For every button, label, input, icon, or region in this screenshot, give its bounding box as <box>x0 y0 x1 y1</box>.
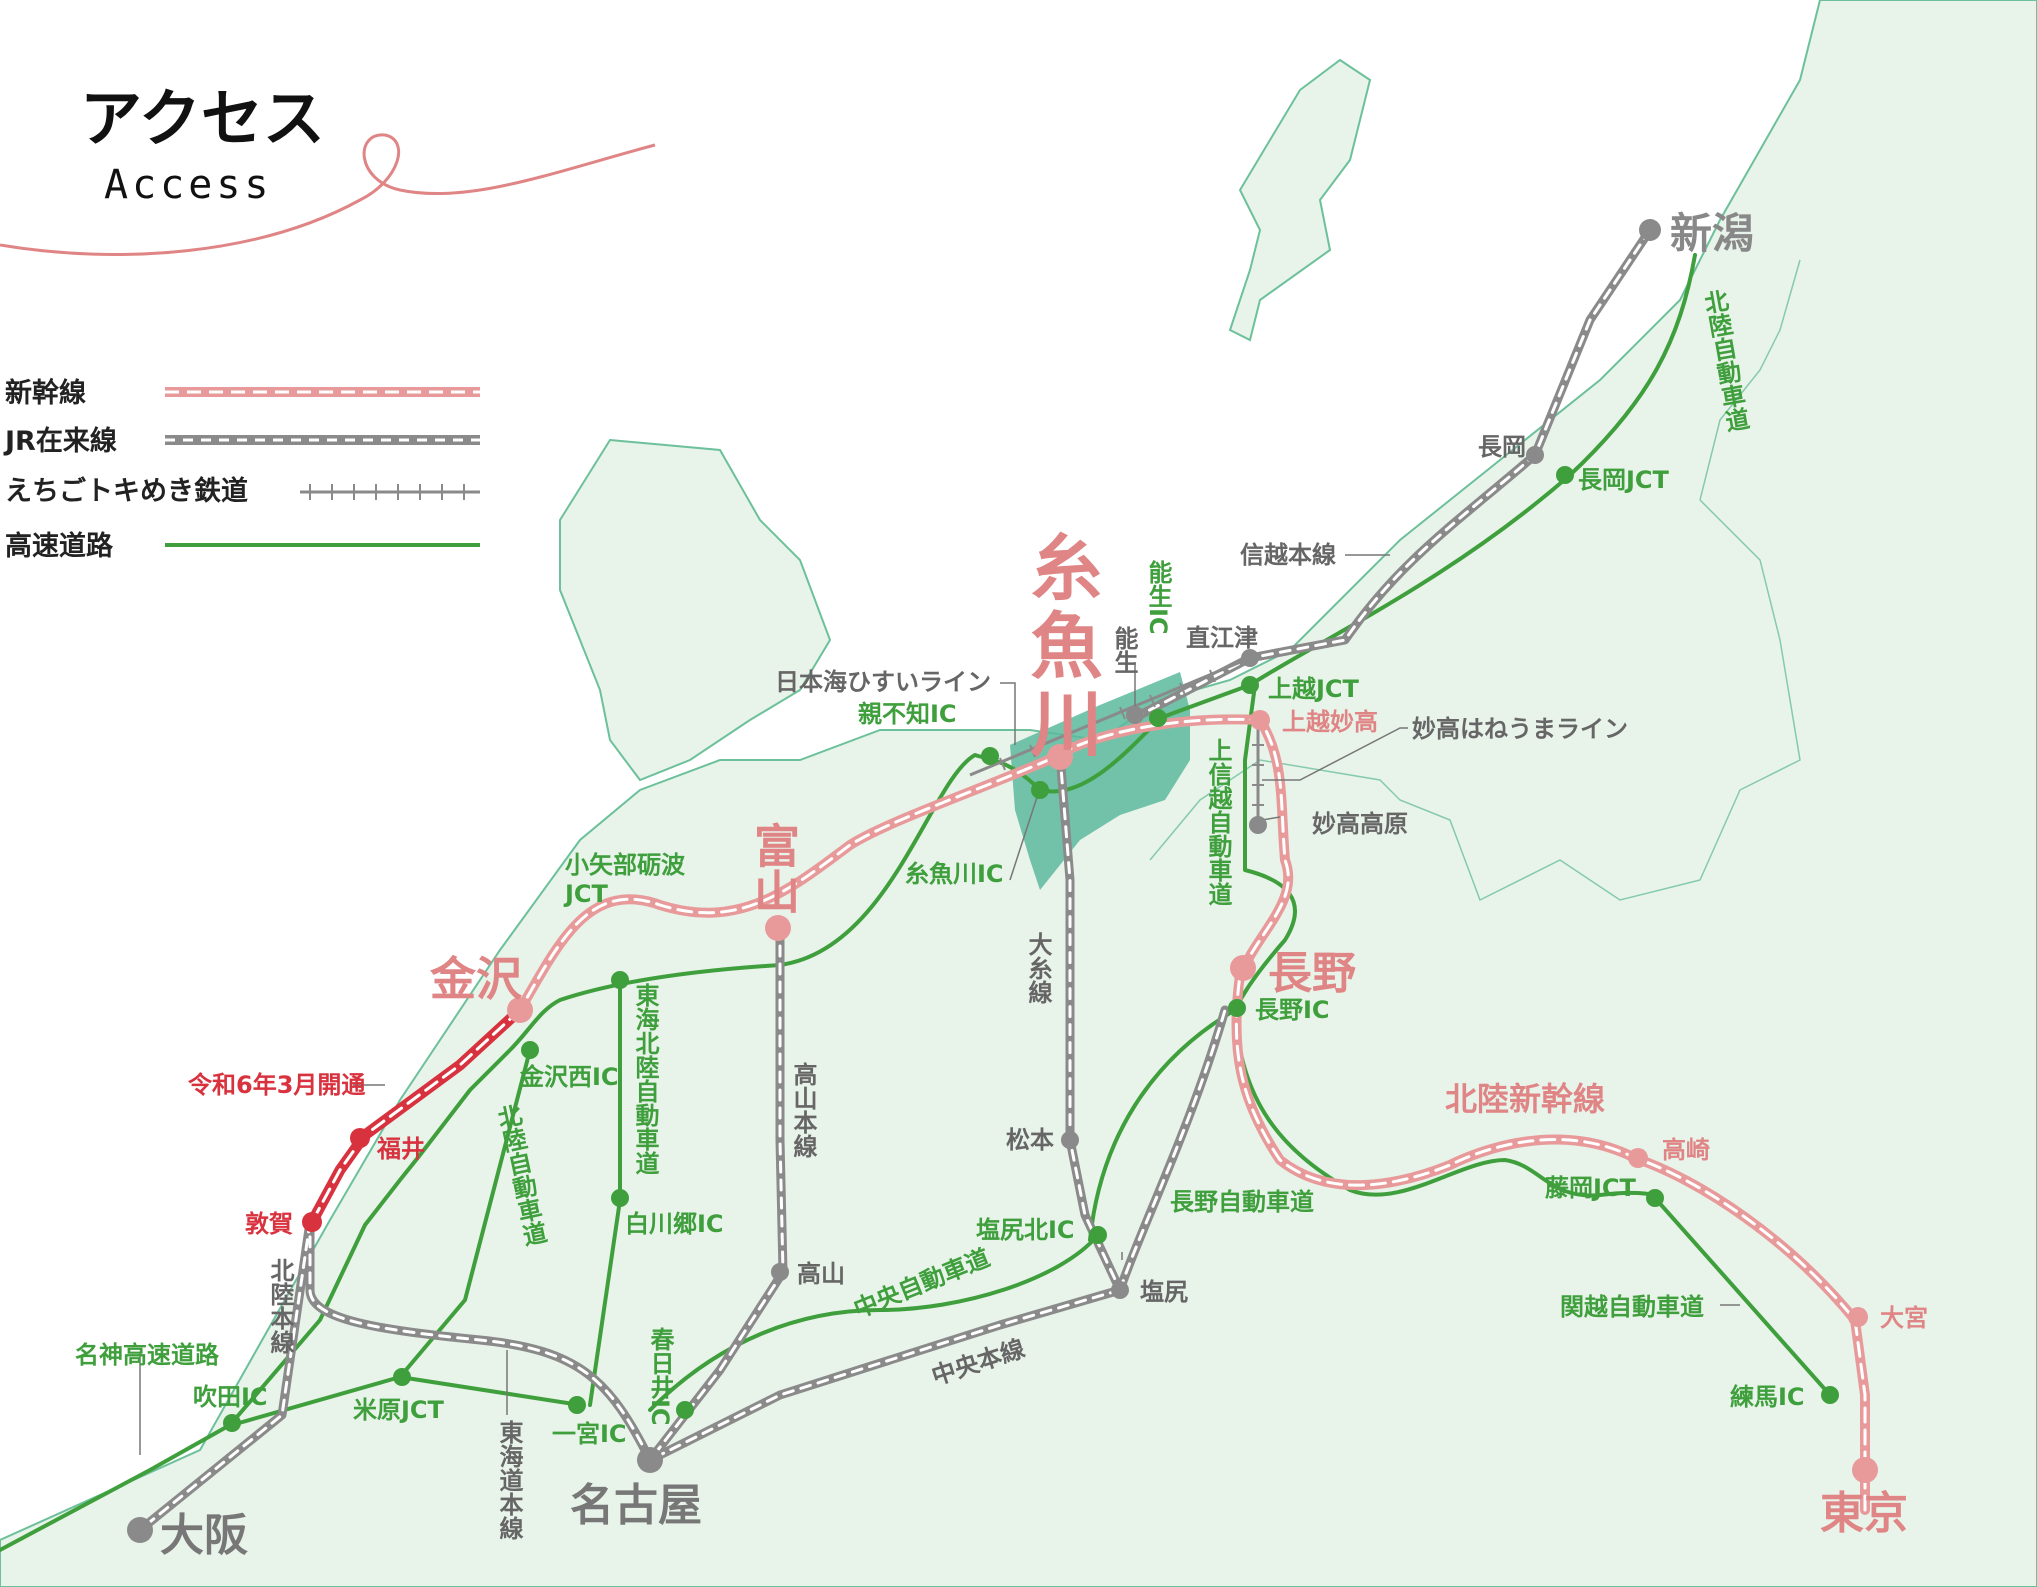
label-nagaoka-jct: 長岡JCT <box>1578 466 1670 494</box>
label-shirakawago-ic: 白川郷IC <box>625 1210 724 1238</box>
station-myoko-kogen <box>1249 816 1267 834</box>
label-takayama: 高山 <box>797 1260 845 1288</box>
label-joetsu-myoko: 上越妙高 <box>1282 708 1378 736</box>
label-toyama: 富山 <box>747 822 801 914</box>
label-hokuriku-line: 北陸本線 <box>266 1258 294 1355</box>
label-noo: 能生 <box>1110 625 1138 674</box>
label-meishin-exp: 名神高速道路 <box>75 1341 220 1369</box>
label-kanetsu-exp: 関越自動車道 <box>1560 1293 1704 1321</box>
leader-lines <box>139 554 1740 1455</box>
label-ichinomiya-ic: 一宮IC <box>552 1420 627 1448</box>
red-stations <box>302 1128 370 1232</box>
label-osaka: 大阪 <box>160 1510 248 1561</box>
label-tokaido-line: 東海道本線 <box>495 1420 523 1541</box>
label-nagano: 長野 <box>1268 948 1356 999</box>
label-noo-ic: 能生IC <box>1144 559 1172 634</box>
label-oito-line: 大糸線 <box>1024 932 1052 1005</box>
gray-stations <box>127 219 1661 1543</box>
label-myoko-line: 妙高はねうまライン <box>1412 715 1628 743</box>
label-takasaki: 高崎 <box>1662 1136 1710 1164</box>
label-suita-ic: 吹田IC <box>193 1383 268 1411</box>
station-nagano <box>1230 955 1256 981</box>
label-omiya: 大宮 <box>1880 1304 1928 1332</box>
legend-label-highway: 高速道路 <box>5 530 114 562</box>
boundary-lines <box>1149 259 1801 902</box>
station-tsuruga <box>302 1212 322 1232</box>
station-fukui <box>350 1128 370 1148</box>
legend-label-jr: JR在来線 <box>3 425 117 457</box>
station-noo <box>1126 706 1144 724</box>
label-itoigawa: 糸魚川 <box>1018 530 1102 764</box>
label-tokai-hokuriku-exp: 東海北陸自動車道 <box>631 983 659 1175</box>
station-shiojiri <box>1111 1281 1129 1299</box>
label-shinetsu-line: 信越本線 <box>1240 541 1336 569</box>
label-itoigawa-ic: 糸魚川IC <box>905 860 1004 888</box>
label-kasugai-ic: 春日井IC <box>646 1327 674 1426</box>
legend-label-shinkansen: 新幹線 <box>5 377 86 409</box>
title-ja: アクセス <box>80 82 325 155</box>
station-toyama <box>765 915 791 941</box>
station-joetsu-myoko <box>1250 710 1270 730</box>
station-kanazawa <box>507 997 533 1023</box>
label-joshinetsu-exp: 上信越自動車道 <box>1204 738 1232 906</box>
label-oyashirazu-ic: 親不知IC <box>858 700 957 728</box>
label-niigata: 新潟 <box>1670 209 1754 258</box>
label-oyabe-jct-2: JCT <box>563 880 609 908</box>
station-takayama <box>771 1263 789 1281</box>
label-takayama-line: 高山本線 <box>789 1061 817 1159</box>
label-fukui: 福井 <box>376 1135 425 1163</box>
station-niigata <box>1639 219 1661 241</box>
station-nagoya <box>637 1447 663 1473</box>
station-osaka <box>127 1517 153 1543</box>
label-hokuriku-shinkansen: 北陸新幹線 <box>1445 1080 1605 1118</box>
label-nagano-exp: 長野自動車道 <box>1170 1188 1314 1216</box>
label-fujioka-jct: 藤岡JCT <box>1545 1174 1637 1202</box>
station-omiya <box>1848 1307 1868 1327</box>
label-shiojiri-kita-ic: 塩尻北IC <box>976 1216 1075 1244</box>
label-nagoya: 名古屋 <box>570 1480 702 1531</box>
label-reiwa: 令和6年3月開通 <box>188 1071 365 1099</box>
title-swirl <box>0 133 656 256</box>
label-nerima-ic: 練馬IC <box>1730 1383 1805 1411</box>
echigo-ticks <box>999 669 1264 806</box>
label-nagaoka: 長岡 <box>1478 433 1526 461</box>
label-kanazawa-nishi-ic: 金沢西IC <box>519 1063 619 1091</box>
legend: 新幹線 JR在来線 えちごトキめき鉄道 高速道路 <box>3 377 480 562</box>
station-takasaki <box>1628 1148 1648 1168</box>
station-tokyo <box>1852 1457 1878 1483</box>
interchange-dots <box>223 466 1839 1432</box>
station-nagaoka <box>1526 446 1544 464</box>
legend-label-echigo: えちごトキめき鉄道 <box>5 475 248 507</box>
label-nagano-ic: 長野IC <box>1255 996 1330 1024</box>
label-tokyo: 東京 <box>1820 1488 1908 1539</box>
station-naoetsu <box>1241 649 1259 667</box>
label-matsumoto: 松本 <box>1006 1126 1054 1154</box>
label-kanazawa: 金沢 <box>429 952 523 1006</box>
shinkansen-line <box>515 714 1870 1515</box>
title-en: Access <box>104 162 273 208</box>
label-joetsu-jct: 上越JCT <box>1268 675 1360 703</box>
label-myoko-kogen: 妙高高原 <box>1312 810 1408 838</box>
pink-stations <box>507 710 1878 1483</box>
echigo-tokimeki-lines <box>969 656 1260 825</box>
station-matsumoto <box>1061 1131 1079 1149</box>
label-naoetsu: 直江津 <box>1186 624 1258 652</box>
label-shiojiri: 塩尻 <box>1140 1278 1188 1306</box>
label-oyabe-jct-1: 小矢部砺波 <box>565 851 686 879</box>
label-hisui-line: 日本海ひすいライン <box>775 668 991 696</box>
label-tsuruga: 敦賀 <box>245 1210 293 1238</box>
label-maibara-jct: 米原JCT <box>353 1396 445 1424</box>
station-itoigawa <box>1047 744 1073 770</box>
